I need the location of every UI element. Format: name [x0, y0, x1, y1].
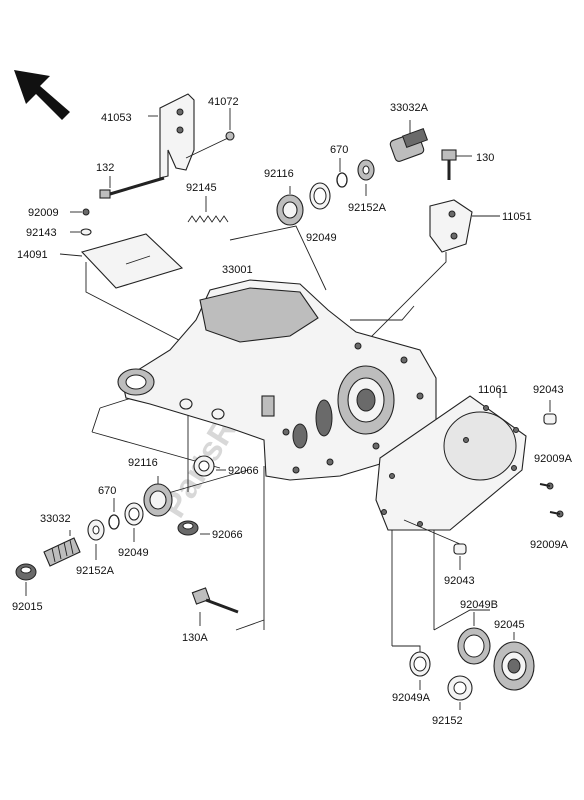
bolt-130	[441, 149, 457, 180]
seal-92049-top	[309, 182, 331, 210]
label-14091: 14091	[17, 249, 48, 261]
swingarm-housing-33001	[117, 279, 437, 481]
label-92066-1: 92066	[228, 465, 259, 477]
label-92143: 92143	[26, 227, 57, 239]
plug-33032A	[389, 127, 429, 162]
label-92043-bot: 92043	[444, 575, 475, 587]
label-130A: 130A	[182, 632, 208, 644]
label-92066-2: 92066	[212, 529, 243, 541]
label-92049B: 92049B	[460, 599, 498, 611]
seal-92049A	[409, 651, 431, 677]
bearing-92116-left	[143, 483, 173, 517]
washer-92152A-top	[357, 159, 375, 181]
label-92045: 92045	[494, 619, 525, 631]
rear-cover-11061	[375, 395, 527, 531]
direction-arrow-icon	[14, 70, 70, 120]
pin-92043-top	[543, 413, 557, 425]
label-41053: 41053	[101, 112, 132, 124]
label-670-left: 670	[98, 485, 116, 497]
label-92049A: 92049A	[392, 692, 431, 704]
label-92152A-left: 92152A	[76, 565, 115, 577]
label-92152A-top: 92152A	[348, 202, 387, 214]
label-92116-left: 92116	[128, 457, 158, 469]
label-670-top: 670	[330, 144, 348, 156]
bracket-part	[159, 93, 195, 179]
screw-92009A-1	[539, 482, 554, 490]
washer-92143	[80, 228, 92, 236]
label-92009A-1: 92009A	[534, 453, 573, 465]
label-132: 132	[96, 162, 114, 174]
bolt-132	[99, 176, 165, 199]
label-33032A: 33032A	[390, 102, 429, 114]
label-92116-top: 92116	[264, 168, 294, 180]
oring-670-left	[108, 514, 120, 530]
label-33001: 33001	[222, 264, 253, 276]
label-11061: 11061	[478, 384, 508, 396]
collar-92066-2	[177, 520, 199, 536]
bearing-92116-top	[276, 194, 304, 226]
nut-92015	[15, 563, 37, 581]
seal-92049B	[457, 627, 491, 665]
label-92049-top: 92049	[306, 232, 337, 244]
label-92009-top: 92009	[28, 207, 59, 219]
label-92009A-2: 92009A	[530, 539, 569, 551]
collar-92066-1	[193, 455, 215, 477]
label-92049-left: 92049	[118, 547, 149, 559]
screw-92009	[82, 208, 90, 216]
washer-92152A-left	[87, 519, 105, 541]
bearing-92045	[493, 641, 535, 691]
label-92145: 92145	[186, 182, 217, 194]
seal-92049-left	[124, 502, 144, 526]
screw-92009A-2	[549, 510, 564, 518]
cover-plate-14091	[80, 233, 184, 289]
oring-670-top	[336, 172, 348, 188]
label-92152: 92152	[432, 715, 463, 727]
label-33032: 33032	[40, 513, 71, 525]
bolt-130A	[191, 587, 239, 614]
pivot-shaft-33032	[43, 537, 81, 567]
bracket-11051	[429, 199, 473, 253]
bushing-92152	[447, 675, 473, 701]
label-92015: 92015	[12, 601, 43, 613]
label-130: 130	[476, 152, 494, 164]
pin-92043-bot	[453, 543, 467, 555]
label-41072: 41072	[208, 96, 239, 108]
label-92043-top: 92043	[533, 384, 564, 396]
label-11051: 11051	[502, 211, 532, 223]
spring-92145	[187, 215, 229, 223]
